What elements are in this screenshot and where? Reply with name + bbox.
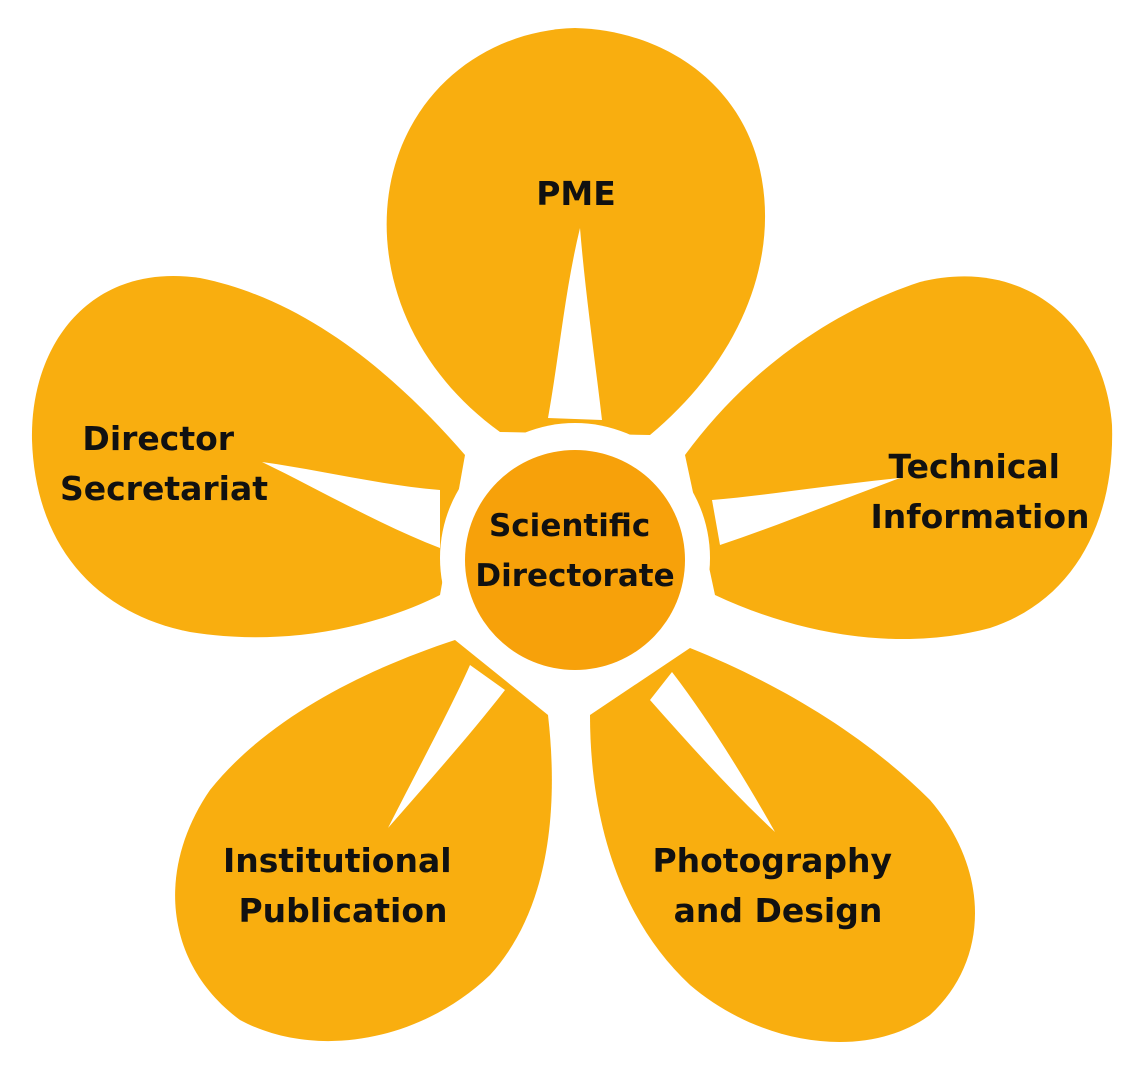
petal-director-secretariat-shape	[31, 276, 465, 638]
petal-pme-vein	[548, 228, 602, 420]
petal-photography-design: Photography and Design	[590, 648, 975, 1043]
petal-director-secretariat-vein	[262, 462, 440, 548]
petal-director-secretariat-label: Director Secretariat	[60, 419, 268, 508]
petal-photography-design-vein	[650, 672, 775, 832]
petal-pme-label: PME	[536, 174, 616, 213]
petal-technical-information-label: Technical Information	[871, 447, 1090, 536]
petal-director-secretariat: Director Secretariat	[31, 276, 465, 638]
petal-photography-design-label: Photography and Design	[652, 841, 903, 930]
petal-institutional-publication-vein	[388, 665, 505, 828]
hub-circle	[465, 450, 685, 670]
petal-pme-shape	[386, 28, 766, 435]
center-hub: Scientific Directorate	[440, 423, 710, 693]
hub-label: Scientific Directorate	[475, 508, 674, 594]
petal-photography-design-shape	[590, 648, 975, 1043]
petal-institutional-publication-label: Institutional Publication	[223, 841, 463, 930]
petal-institutional-publication: Institutional Publication	[175, 640, 552, 1042]
petal-pme: PME	[386, 28, 766, 435]
petal-technical-information-vein	[712, 478, 900, 545]
petal-technical-information: Technical Information	[685, 276, 1113, 640]
petal-technical-information-shape	[685, 276, 1113, 640]
